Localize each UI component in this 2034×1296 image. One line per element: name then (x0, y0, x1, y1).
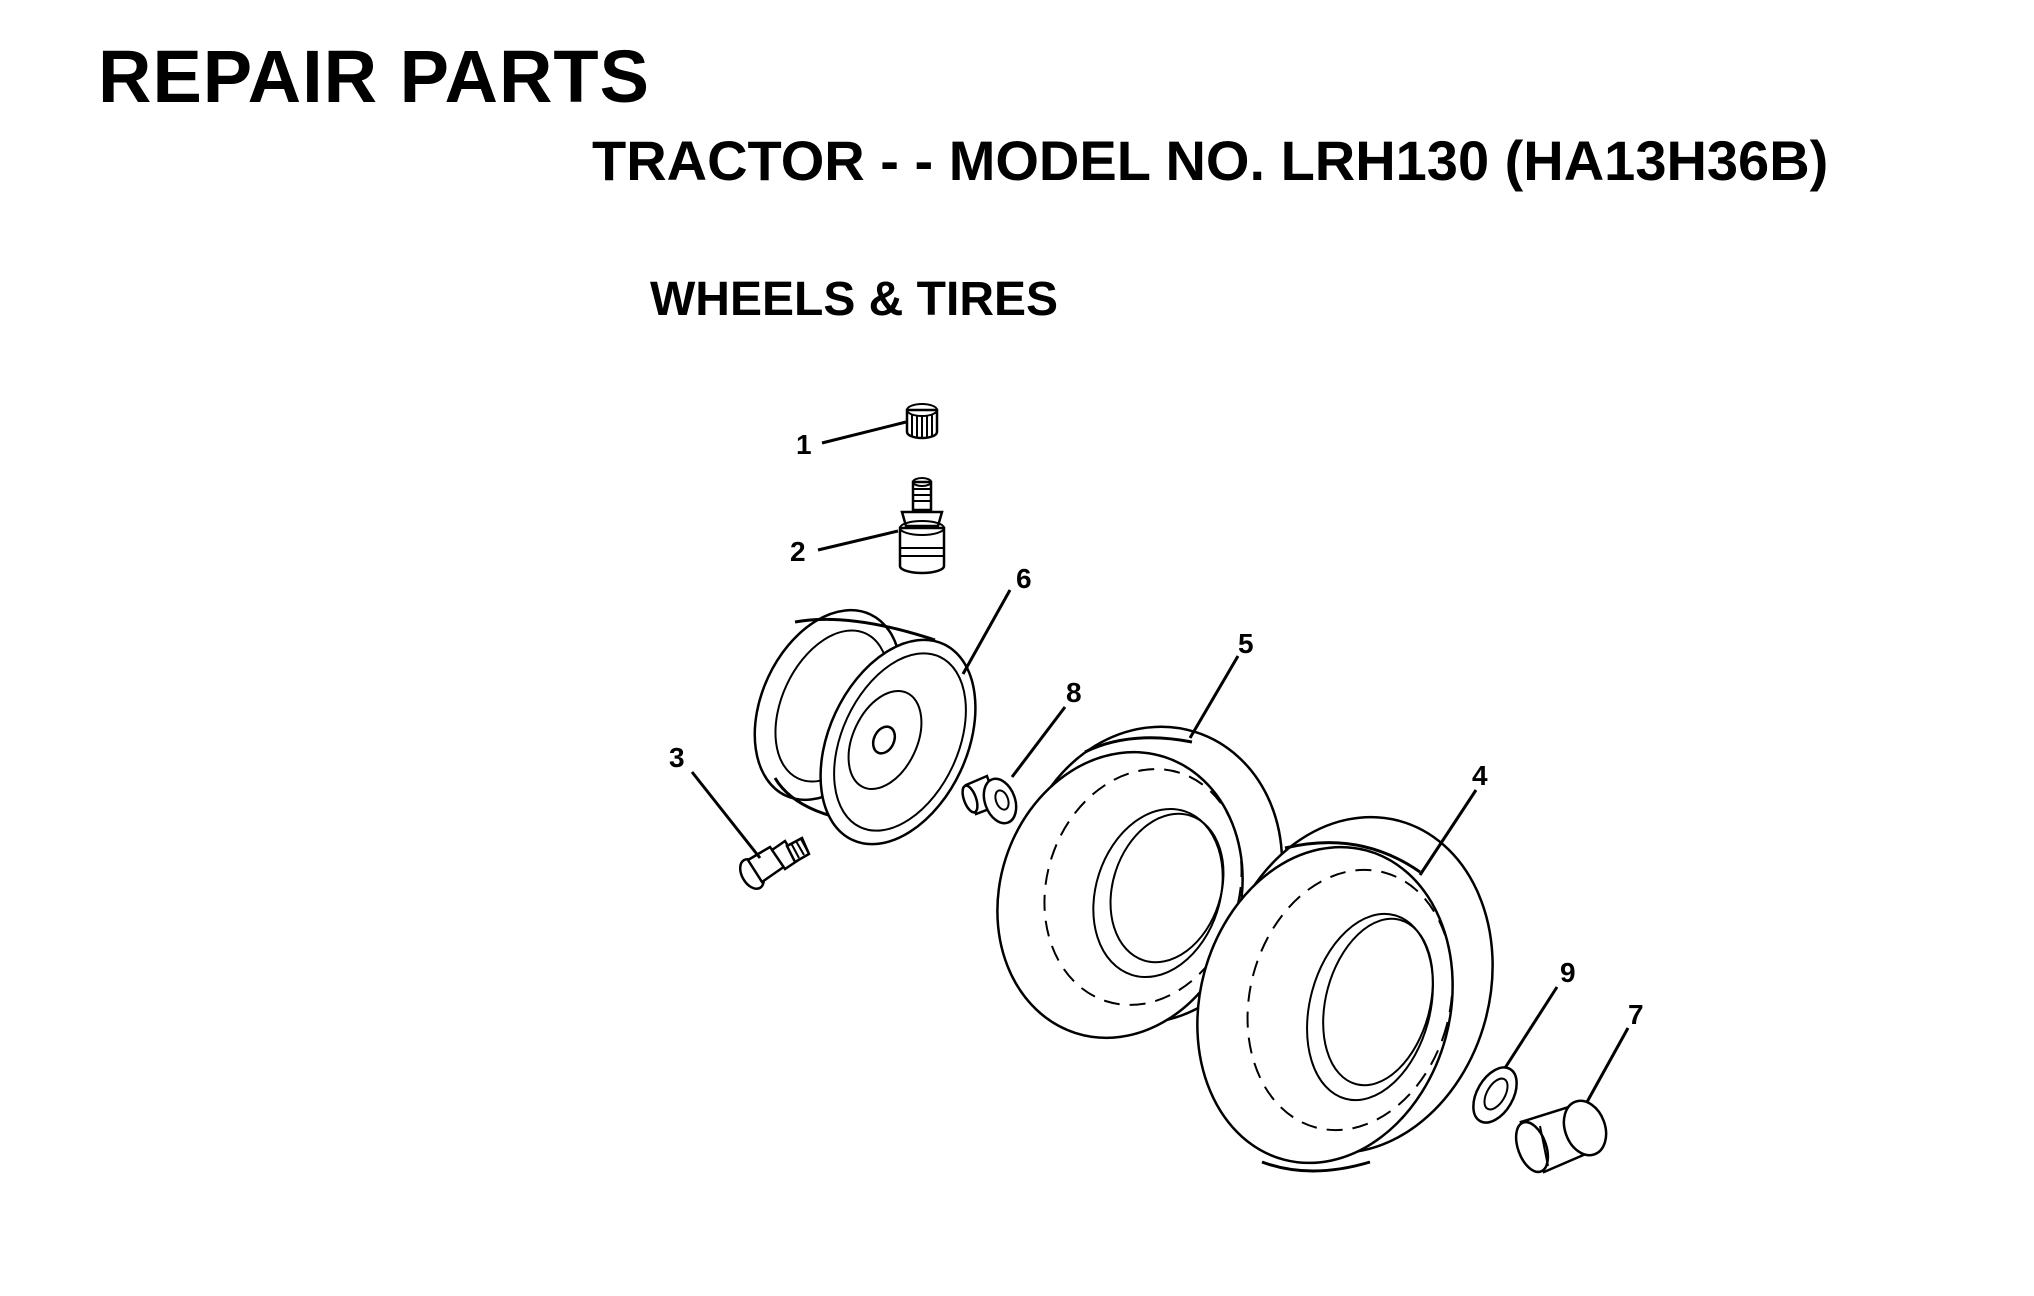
leader-6 (961, 589, 1012, 675)
leader-9 (1503, 986, 1559, 1069)
page-title: REPAIR PARTS (98, 35, 650, 118)
leader-5 (1188, 655, 1240, 739)
part-1-valve-cap (905, 403, 939, 440)
part-3-bolt (738, 836, 811, 890)
leader-7 (1585, 1027, 1630, 1103)
callout-4: 4 (1472, 760, 1488, 791)
callout-2: 2 (790, 536, 806, 567)
leader-8 (1010, 706, 1067, 778)
callout-3: 3 (669, 742, 685, 773)
part-4-tire (1196, 815, 1494, 1173)
leader-1 (821, 420, 907, 445)
part-2-valve-stem (898, 477, 946, 575)
part-5-tire (996, 725, 1284, 1040)
leader-4 (1418, 789, 1478, 876)
callout-9: 9 (1560, 957, 1576, 988)
callout-6: 6 (1016, 563, 1032, 594)
part-8-bushing (961, 774, 1018, 825)
model-subtitle: TRACTOR - - MODEL NO. LRH130 (HA13H36B) (592, 129, 1829, 192)
section-title: WHEELS & TIRES (650, 273, 1059, 326)
part-9-washer (1472, 1066, 1518, 1124)
leader-3 (690, 771, 762, 859)
callout-7: 7 (1628, 999, 1644, 1030)
callout-8: 8 (1066, 677, 1082, 708)
callout-5: 5 (1238, 628, 1254, 659)
part-6-rim (753, 608, 977, 846)
callout-1: 1 (796, 429, 812, 460)
leader-2 (817, 529, 899, 552)
part-7-bearing (1514, 1099, 1608, 1174)
